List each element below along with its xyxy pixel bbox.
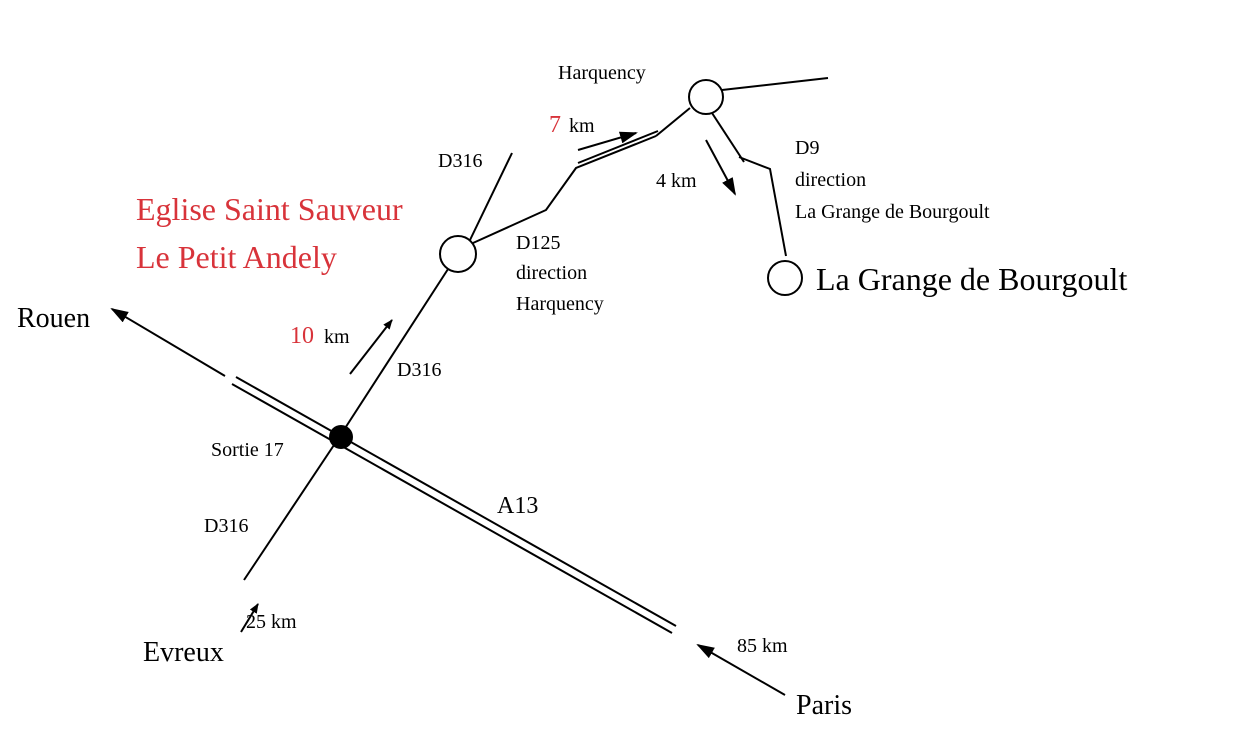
d125-road <box>472 107 691 244</box>
distance-4-label: 4 km <box>656 170 697 192</box>
d316-south-label: D316 <box>204 515 248 537</box>
distance-25-label: 25 km <box>246 611 297 633</box>
distance-10-number: 10 <box>290 323 314 349</box>
distance-7-unit: km <box>569 115 595 137</box>
a13-label: A13 <box>497 493 538 519</box>
rouen-arrow <box>110 307 226 377</box>
harquency-label: Harquency <box>558 62 646 84</box>
church-name-label: Eglise Saint Sauveur <box>136 191 403 227</box>
d9-label: D9 <box>795 137 819 159</box>
rouen-label: Rouen <box>17 303 90 334</box>
destination-label: La Grange de Bourgoult <box>816 261 1127 297</box>
d9-direction-label: direction <box>795 169 866 191</box>
d125-label: D125 <box>516 232 560 254</box>
harquency-node <box>688 79 724 115</box>
destination-node <box>767 260 803 296</box>
four-km-arrow <box>705 139 736 196</box>
evreux-label: Evreux <box>143 637 224 668</box>
sortie-label: Sortie 17 <box>211 439 284 461</box>
ten-km-arrow <box>349 319 393 375</box>
evreux-arrow <box>240 603 259 633</box>
distance-7-number: 7 <box>549 112 561 138</box>
d125-destination-label: Harquency <box>516 293 604 315</box>
seven-km-arrow <box>577 131 638 151</box>
paris-arrow <box>696 644 786 696</box>
d316-mid-label: D316 <box>397 359 441 381</box>
distance-85-label: 85 km <box>737 635 788 657</box>
distance-10-unit: km <box>324 326 350 348</box>
a13-motorway <box>110 307 786 696</box>
d316-north-label: D316 <box>438 150 482 172</box>
paris-label: Paris <box>796 690 852 721</box>
d9-destination-label: La Grange de Bourgoult <box>795 201 990 223</box>
town-name-label: Le Petit Andely <box>136 239 337 275</box>
d9-road <box>705 77 829 257</box>
d125-direction-label: direction <box>516 262 587 284</box>
church-node <box>439 235 477 273</box>
d316-road <box>240 152 513 633</box>
sortie-17-node <box>329 425 353 449</box>
